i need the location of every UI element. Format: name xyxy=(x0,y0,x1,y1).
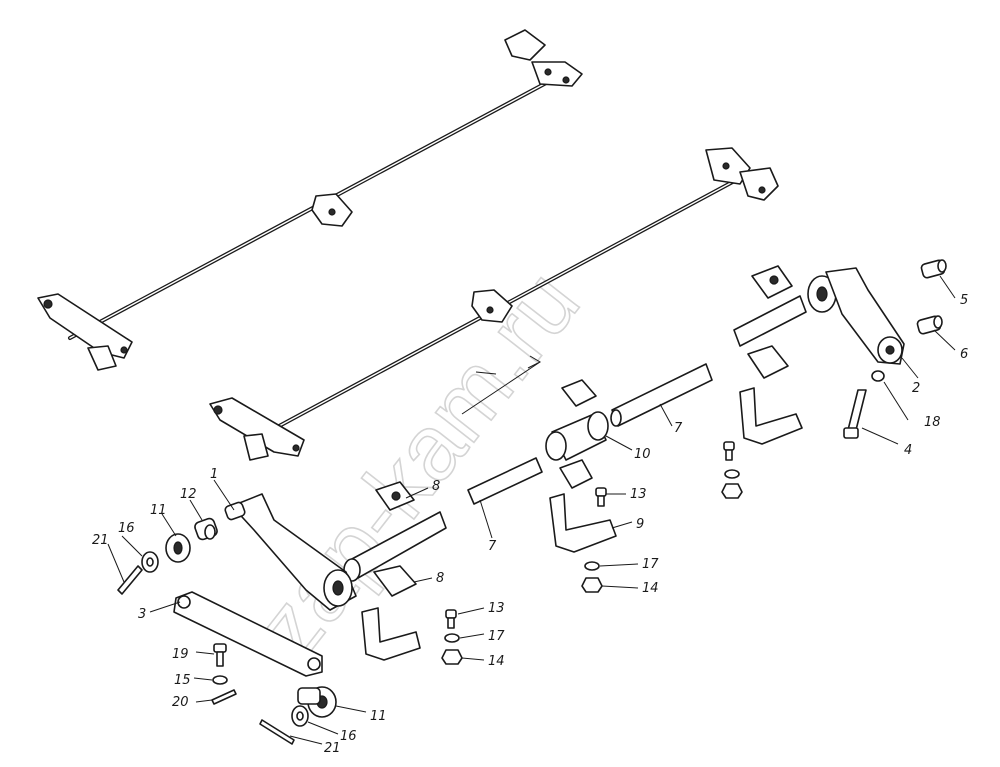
callout-11-upper: 11 xyxy=(150,503,167,518)
callout-7-right: 7 xyxy=(674,421,683,436)
callout-17-lower: 17 xyxy=(488,629,505,644)
callout-14-center: 14 xyxy=(642,581,659,596)
leader-lines xyxy=(107,275,956,745)
callout-3: 3 xyxy=(138,607,146,622)
callout-8-lower: 8 xyxy=(436,571,444,586)
callout-11-lower: 11 xyxy=(370,709,387,724)
callout-12: 12 xyxy=(180,487,197,502)
callout-8-upper: 8 xyxy=(432,479,440,494)
callout-15: 15 xyxy=(174,673,191,688)
callout-17-center: 17 xyxy=(642,557,659,572)
callout-5: 5 xyxy=(960,293,968,308)
upper-shaft-assembly xyxy=(37,29,583,371)
callout-21-lower: 21 xyxy=(324,741,341,756)
callout-labels: 1 2 3 4 5 6 7 7 8 8 9 10 11 11 12 13 13 … xyxy=(92,293,968,756)
callout-9: 9 xyxy=(636,517,644,532)
callout-18: 18 xyxy=(924,415,941,430)
callout-13-center: 13 xyxy=(630,487,647,502)
callout-19: 19 xyxy=(172,647,189,662)
left-lever-group xyxy=(117,493,447,745)
right-lever-group xyxy=(721,259,947,499)
callout-2: 2 xyxy=(912,381,920,396)
watermark: zap-kam.ru xyxy=(235,252,599,677)
callout-7-left: 7 xyxy=(488,539,497,554)
callout-6: 6 xyxy=(960,347,968,362)
callout-16-upper: 16 xyxy=(118,521,135,536)
callout-1: 1 xyxy=(210,467,218,482)
callout-21-upper: 21 xyxy=(92,533,109,548)
callout-20: 20 xyxy=(172,695,189,710)
callout-13-lower: 13 xyxy=(488,601,505,616)
callout-4: 4 xyxy=(904,443,912,458)
middle-shaft-assembly xyxy=(209,147,779,461)
callout-16-lower: 16 xyxy=(340,729,357,744)
callout-14-lower: 14 xyxy=(488,654,505,669)
center-bearing-group xyxy=(361,363,713,665)
callout-10: 10 xyxy=(634,447,651,462)
